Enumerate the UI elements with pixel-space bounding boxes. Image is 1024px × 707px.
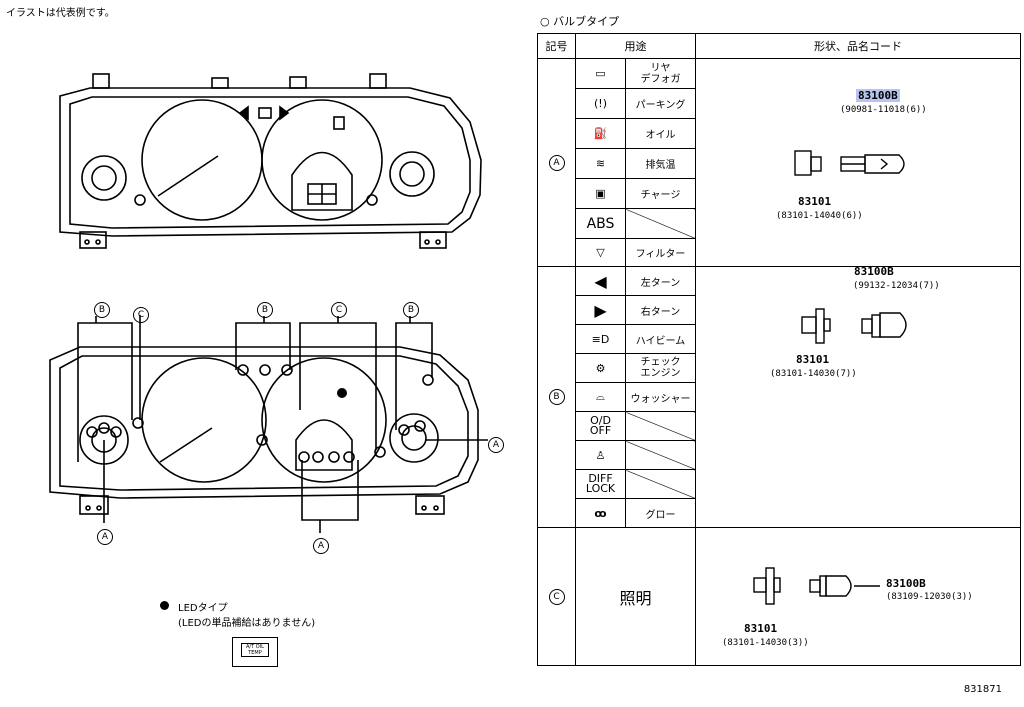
callout-a-right: A bbox=[488, 432, 504, 453]
table-row: C 照明 83100B (83109-12030(3)) 83101 (8310… bbox=[537, 527, 1021, 666]
callout-c-middle: C bbox=[331, 297, 347, 318]
group-a-socket-code: (83101-14040(6)) bbox=[776, 211, 863, 221]
fuel-filter-icon: ▽ bbox=[575, 238, 626, 267]
group-b-shape: 83100B (99132-12034(7)) 83101 (83101-140… bbox=[695, 265, 1021, 528]
table-row: ≋ 排気温 bbox=[538, 148, 1021, 179]
exhaust-temp-icon: ≋ bbox=[575, 148, 626, 179]
led-legend-dot bbox=[160, 601, 169, 610]
representative-note: イラストは代表例です。 bbox=[6, 8, 115, 19]
table-row: A ▭ リヤ デフォガ 83100B (90981-11018(6)) 8310… bbox=[537, 58, 1021, 267]
group-c-socket-code: (83101-14030(3)) bbox=[722, 638, 809, 648]
table-row: ABS bbox=[538, 208, 1021, 239]
group-c-socket-part[interactable]: 83101 bbox=[744, 622, 778, 635]
parking-brake-icon: (!) bbox=[575, 88, 626, 119]
group-a-socket-part[interactable]: 83101 bbox=[798, 195, 832, 208]
table-row: ꝏ グロー bbox=[538, 498, 1021, 528]
od-off-text-icon: O/D OFF bbox=[575, 411, 626, 441]
callout-a-left: A bbox=[97, 524, 113, 545]
battery-icon: ▣ bbox=[575, 178, 626, 209]
group-c-shape: 83100B (83109-12030(3)) 83101 (83101-140… bbox=[695, 527, 1021, 666]
illumination-bulb-socket-drawing bbox=[753, 567, 880, 605]
table-header-row: 記号 用途 形状、品名コード bbox=[537, 33, 1021, 59]
led-legend-title: LEDタイプ bbox=[178, 603, 228, 614]
illumination-label: 照明 bbox=[575, 527, 696, 666]
callout-b-left: B bbox=[94, 297, 110, 318]
meter-illustration bbox=[49, 73, 488, 533]
glow-plug-icon: ꝏ bbox=[575, 498, 626, 528]
group-a-bulb-code: (90981-11018(6)) bbox=[840, 105, 927, 115]
seatbelt-icon: ♙ bbox=[575, 440, 626, 470]
header-mark: 記号 bbox=[537, 33, 576, 59]
abs-text-icon: ABS bbox=[575, 208, 626, 239]
table-row: ▣ チャージ bbox=[538, 178, 1021, 209]
diff-lock-text-icon: DIFF LOCK bbox=[575, 469, 626, 499]
wedge-bulb-socket-drawing bbox=[794, 150, 905, 176]
group-b-mark: B bbox=[537, 266, 576, 528]
bulb-type-table: 記号 用途 形状、品名コード A ▭ リヤ デフォガ 83100B (90981… bbox=[537, 33, 1021, 666]
check-engine-icon: ⚙ bbox=[575, 353, 626, 383]
header-shape: 形状、品名コード bbox=[695, 33, 1021, 59]
document-number: 831871 bbox=[963, 684, 1002, 695]
group-b-socket-code: (83101-14030(7)) bbox=[770, 369, 857, 379]
group-b-socket-part[interactable]: 83101 bbox=[796, 353, 830, 366]
group-b-bulb-part[interactable]: 83100B bbox=[854, 265, 894, 278]
table-row: ♙ bbox=[538, 440, 1021, 470]
callout-b-right: B bbox=[403, 297, 419, 318]
table-row: O/D OFF bbox=[538, 411, 1021, 441]
high-beam-icon: ≡D bbox=[575, 324, 626, 354]
callout-c-left: C bbox=[133, 302, 149, 323]
left-arrow-icon: ◀ bbox=[575, 266, 626, 296]
bulb-type-title: ○ バルブタイプ bbox=[540, 15, 620, 28]
led-legend-note: (LEDの単品補給はありません) bbox=[178, 618, 316, 629]
combination-meter-front bbox=[59, 73, 482, 249]
at-oil-temp-icon: A/T OIL TEMP bbox=[232, 637, 278, 667]
group-a-mark: A bbox=[537, 58, 576, 267]
group-b-bulb-code: (99132-12034(7)) bbox=[853, 281, 940, 291]
group-a-bulb-part[interactable]: 83100B bbox=[856, 89, 900, 102]
callout-a-bottom: A bbox=[313, 533, 329, 554]
table-row: ≡D ハイビーム bbox=[538, 324, 1021, 354]
right-arrow-icon: ▶ bbox=[575, 295, 626, 325]
table-row: ⌓ ウォッシャー bbox=[538, 382, 1021, 412]
led-marker-dot bbox=[337, 388, 347, 398]
table-row: B ◀ 左ターン 83100B (99132-12034(7)) 83101 (… bbox=[537, 265, 1021, 528]
combination-meter-rear bbox=[49, 315, 488, 533]
rear-defogger-icon: ▭ bbox=[575, 58, 626, 89]
oil-can-icon: ⛽ bbox=[575, 118, 626, 149]
table-row: ▶ 右ターン bbox=[538, 295, 1021, 325]
header-use: 用途 bbox=[575, 33, 696, 59]
washer-icon: ⌓ bbox=[575, 382, 626, 412]
t10-bulb-socket-drawing bbox=[801, 308, 907, 344]
callout-b-middle: B bbox=[257, 297, 273, 318]
group-c-mark: C bbox=[537, 527, 576, 666]
table-row: (!) パーキング bbox=[538, 88, 1021, 119]
group-c-bulb-part[interactable]: 83100B bbox=[886, 577, 926, 590]
group-a-shape: 83100B (90981-11018(6)) 83101 (83101-140… bbox=[695, 58, 1021, 267]
group-c-bulb-code: (83109-12030(3)) bbox=[886, 592, 973, 602]
